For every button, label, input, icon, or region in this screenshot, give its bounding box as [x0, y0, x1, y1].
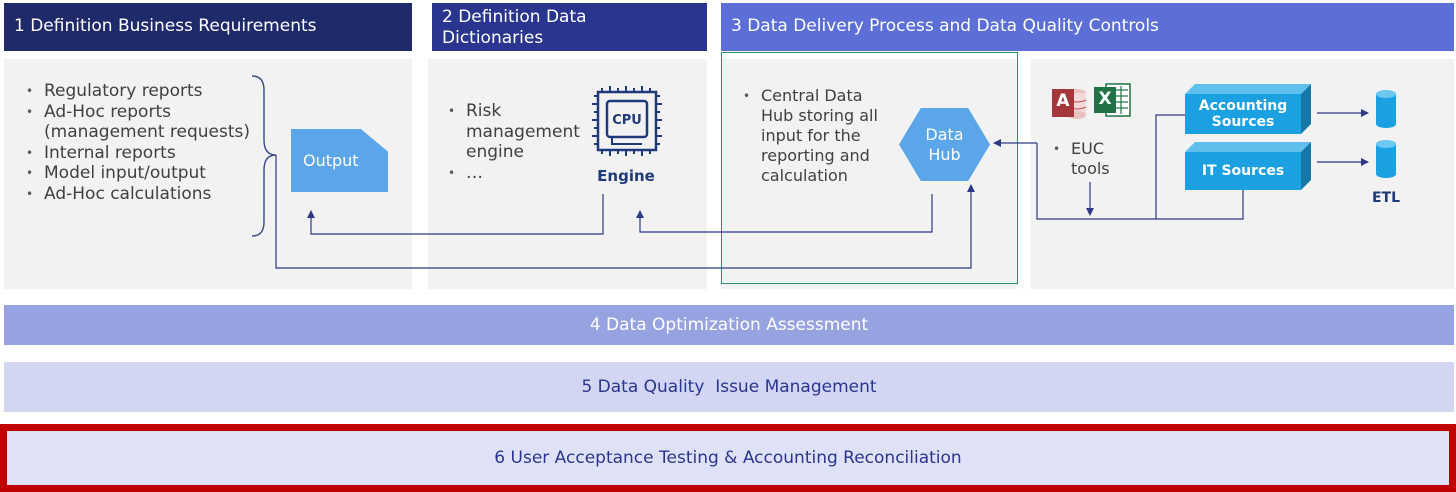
access-icon [1050, 85, 1088, 121]
bullet-item: Regulatory reports [22, 81, 262, 102]
bar-4-label: 4 Data Optimization Assessment [589, 315, 869, 335]
excel-letter: X [1098, 89, 1112, 109]
section-2-header: 2 Definition Data Dictionaries [432, 3, 707, 51]
it-sources-label: IT Sources [1201, 163, 1285, 179]
access-letter: A [1056, 91, 1070, 111]
etl-label: ETL [1371, 190, 1401, 206]
bar-5: 5 Data Quality Issue Management [4, 362, 1454, 412]
engine-label: Engine [597, 167, 655, 185]
section-3-bullets: Central Data Hub storing all input for t… [739, 86, 889, 186]
accounting-sources-box: Accounting Sources [1185, 84, 1311, 134]
accounting-sources-label: Accounting Sources [1198, 98, 1288, 130]
bullet-item: EUC tools [1049, 139, 1119, 179]
database-icon [1375, 89, 1397, 129]
excel-icon [1092, 82, 1132, 118]
data-hub-label: Data Hub [925, 124, 964, 164]
section-2-bullets: Risk management engine … [444, 101, 594, 183]
bullet-item: Internal reports [22, 143, 262, 164]
section-1-header: 1 Definition Business Requirements [4, 3, 412, 51]
bullet-item: … [444, 163, 594, 184]
cpu-label: CPU [612, 113, 642, 128]
bullet-item: Risk management engine [444, 101, 594, 163]
output-label: Output [303, 151, 359, 170]
section-1-bullets: Regulatory reports Ad-Hoc reports (manag… [22, 81, 262, 204]
bar-6: 6 User Acceptance Testing & Accounting R… [0, 424, 1456, 492]
bullet-item: Model input/output [22, 163, 262, 184]
section-1-title: 1 Definition Business Requirements [14, 16, 317, 36]
euc-bullets: EUC tools [1049, 139, 1119, 179]
cpu-icon [588, 82, 666, 160]
database-icon [1375, 139, 1397, 179]
bar-5-label: 5 Data Quality Issue Management [581, 377, 877, 397]
it-sources-box: IT Sources [1185, 142, 1311, 190]
bullet-item: Ad-Hoc reports (management requests) [22, 102, 262, 143]
bar-6-label: 6 User Acceptance Testing & Accounting R… [494, 448, 962, 468]
bar-4: 4 Data Optimization Assessment [4, 305, 1454, 345]
bullet-item: Ad-Hoc calculations [22, 184, 262, 205]
section-3-header: 3 Data Delivery Process and Data Quality… [721, 3, 1454, 51]
section-3-title: 3 Data Delivery Process and Data Quality… [731, 16, 1159, 36]
bullet-item: Central Data Hub storing all input for t… [739, 86, 889, 186]
section-2-title: 2 Definition Data Dictionaries [442, 7, 587, 48]
